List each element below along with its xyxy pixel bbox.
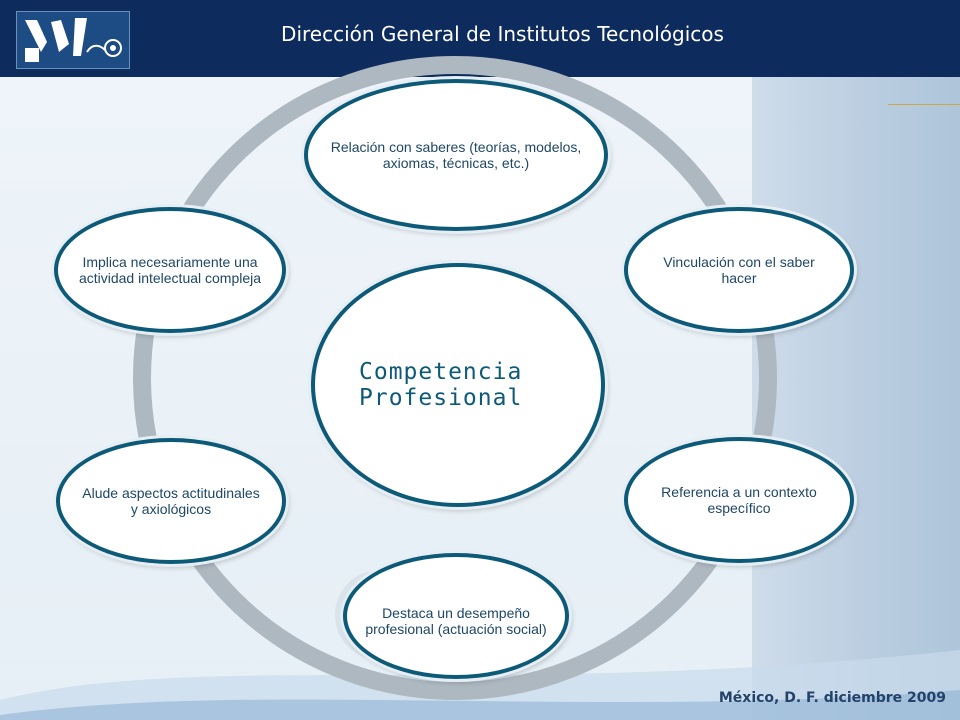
gold-divider — [888, 104, 960, 105]
node-performance: Destaca un desempeño profesional (actuac… — [343, 553, 569, 679]
node-attitudes: Alude aspectos actitudinales y axiológic… — [56, 438, 286, 564]
node-intellectual-activity-label: Implica necesariamente una actividad int… — [78, 254, 262, 286]
node-know-how: Vinculación con el saber hacer — [624, 207, 854, 333]
page-title: Dirección General de Institutos Tecnológ… — [281, 22, 724, 46]
footer-date: México, D. F. diciembre 2009 — [718, 690, 946, 706]
node-know-how-label: Vinculación con el saber hacer — [663, 254, 815, 286]
node-context: Referencia a un contexto específico — [624, 437, 854, 563]
node-intellectual-activity: Implica necesariamente una actividad int… — [54, 207, 286, 333]
logo — [16, 11, 130, 69]
node-knowledge: Relación con saberes (teorías, modelos, … — [304, 79, 608, 231]
node-performance-label: Destaca un desempeño profesional (actuac… — [365, 605, 547, 637]
node-knowledge-label: Relación con saberes (teorías, modelos, … — [330, 139, 582, 171]
connector-ring — [133, 56, 777, 700]
center-label: Competencia Profesional — [359, 359, 523, 411]
monument-background-panel — [752, 77, 960, 720]
center-node: Competencia Profesional — [311, 263, 605, 507]
node-attitudes-label: Alude aspectos actitudinales y axiológic… — [82, 485, 260, 517]
node-context-label: Referencia a un contexto específico — [661, 484, 817, 516]
